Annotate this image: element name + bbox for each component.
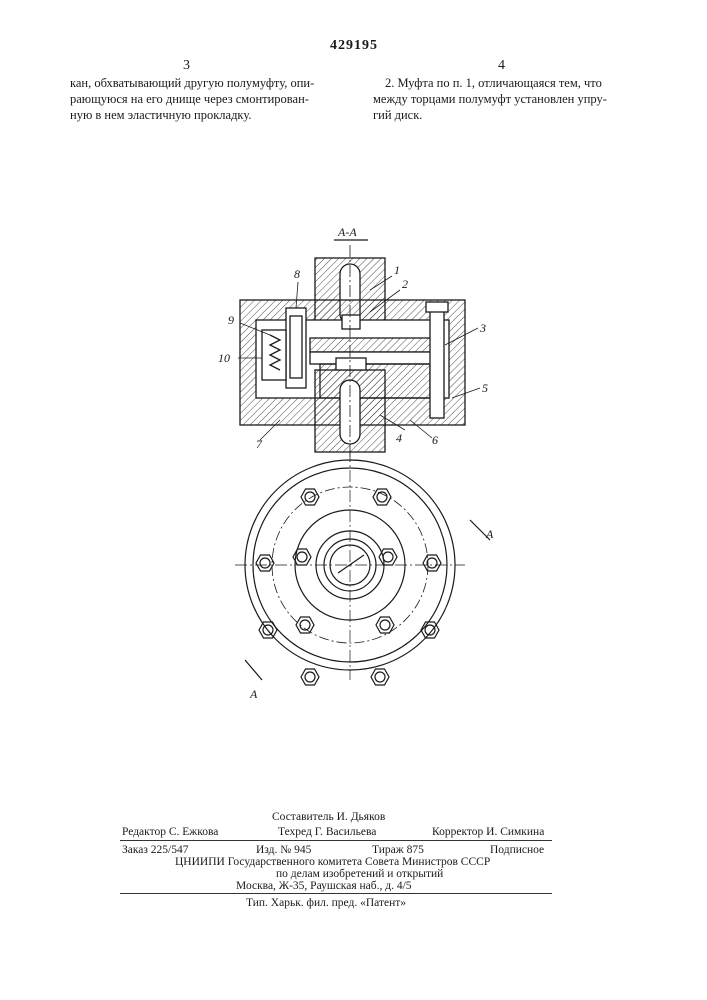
address: Москва, Ж-35, Раушская наб., д. 4/5 <box>236 879 412 893</box>
divider <box>120 893 552 894</box>
patent-number: 429195 <box>330 38 378 54</box>
right-column-text: 2. Муфта по п. 1, отличающаяся тем, что … <box>373 75 641 123</box>
part-label-1: 1 <box>394 263 400 277</box>
techred: Техред Г. Васильева <box>278 825 376 839</box>
right-column-number: 4 <box>498 58 505 74</box>
part-label-4: 4 <box>396 431 402 445</box>
text-line: рающуюся на его днище через смонтирован- <box>70 91 360 107</box>
composer: Составитель И. Дьяков <box>272 810 385 824</box>
text-line: ную в нем эластичную прокладку. <box>70 107 360 123</box>
part-label-7: 7 <box>256 437 263 451</box>
left-column-text: кан, обхватывающий другую полумуфту, опи… <box>70 75 360 123</box>
divider <box>120 840 552 841</box>
text-line: 2. Муфта по п. 1, отличающаяся тем, что <box>373 75 641 91</box>
subscription: Подписное <box>490 843 544 857</box>
section-label: А-А <box>337 225 357 239</box>
part-label-2: 2 <box>402 277 408 291</box>
corrector: Корректор И. Симкина <box>432 825 544 839</box>
part-label-5: 5 <box>482 381 488 395</box>
part-label-6: 6 <box>432 433 438 447</box>
cut-label-a-right: А <box>485 527 494 541</box>
text-line: между торцами полумуфт установлен упру- <box>373 91 641 107</box>
text-line: гий диск. <box>373 107 641 123</box>
editor: Редактор С. Ежкова <box>122 825 218 839</box>
left-column-number: 3 <box>183 58 190 74</box>
part-label-10: 10 <box>218 351 230 365</box>
cut-label-a-left: А <box>249 687 258 701</box>
coupling-drawing: А-А <box>200 220 520 720</box>
part-label-9: 9 <box>228 313 234 327</box>
part-label-3: 3 <box>479 321 486 335</box>
part-label-8: 8 <box>294 267 300 281</box>
text-line: кан, обхватывающий другую полумуфту, опи… <box>70 75 360 91</box>
printer: Тип. Харьк. фил. пред. «Патент» <box>246 896 406 910</box>
